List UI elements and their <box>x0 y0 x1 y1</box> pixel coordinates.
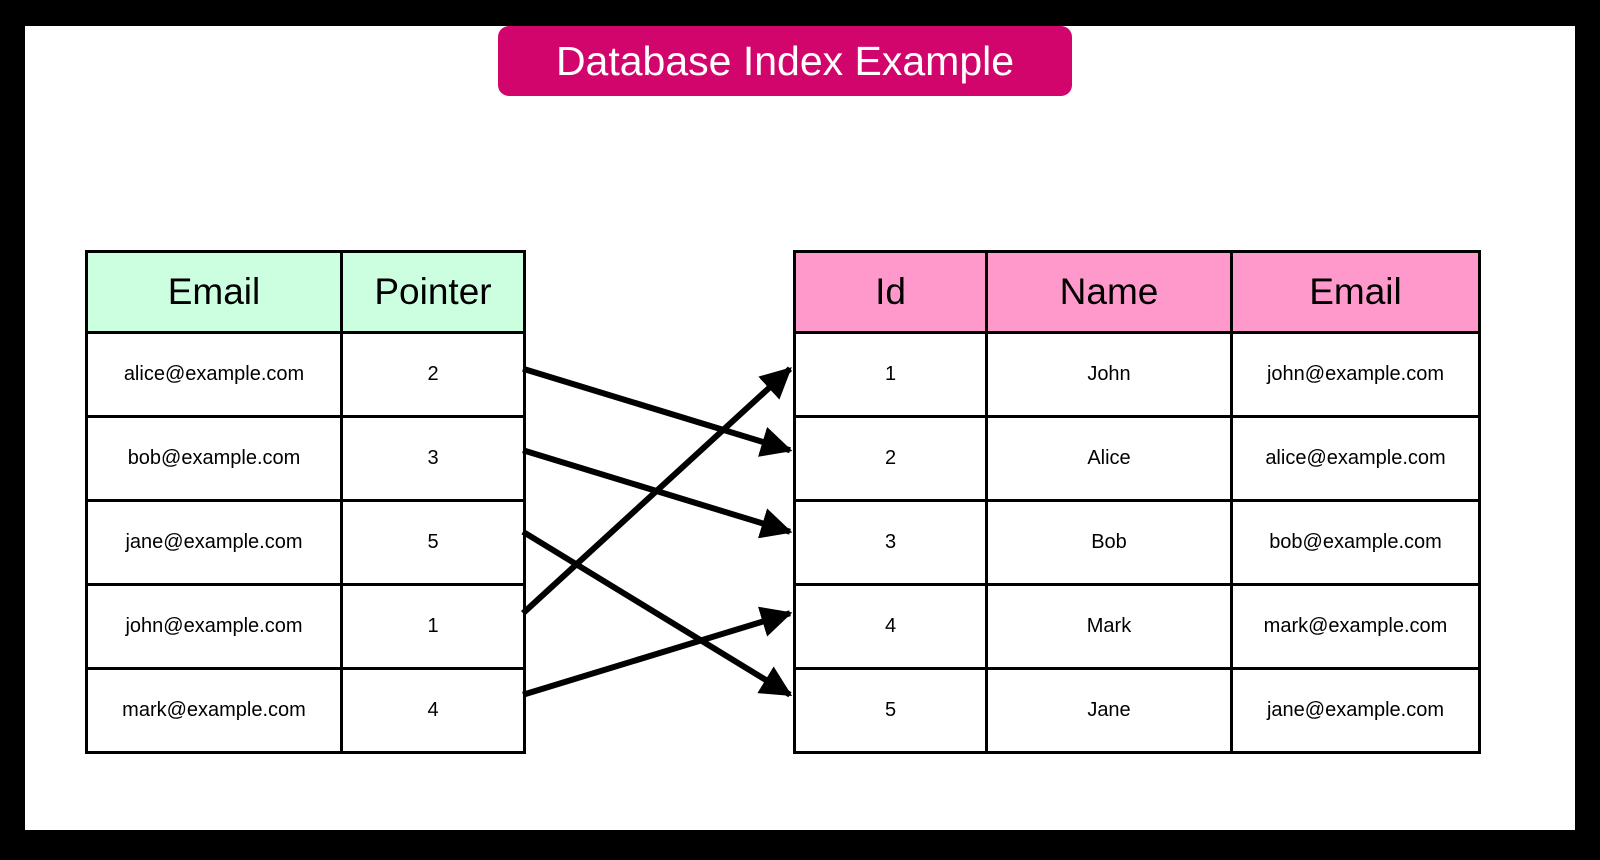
data-cell-id: 5 <box>793 667 988 754</box>
table-row: john@example.com 1 <box>85 583 526 670</box>
data-cell-name: Mark <box>985 583 1233 670</box>
table-row: alice@example.com 2 <box>85 331 526 418</box>
index-cell-pointer: 4 <box>340 667 526 754</box>
data-cell-id: 3 <box>793 499 988 586</box>
connector-arrow <box>521 529 793 698</box>
table-row: 4 Mark mark@example.com <box>793 583 1481 670</box>
index-cell-pointer: 5 <box>340 499 526 586</box>
data-cell-email: bob@example.com <box>1230 499 1481 586</box>
index-cell-email: alice@example.com <box>85 331 343 418</box>
table-row: 1 John john@example.com <box>793 331 1481 418</box>
index-cell-pointer: 1 <box>340 583 526 670</box>
data-cell-name: Bob <box>985 499 1233 586</box>
index-header-email: Email <box>85 250 343 334</box>
data-cell-name: Alice <box>985 415 1233 502</box>
index-cell-email: mark@example.com <box>85 667 343 754</box>
page-title: Database Index Example <box>555 37 1015 84</box>
data-cell-id: 1 <box>793 331 988 418</box>
index-table: Email Pointer alice@example.com 2 bob@ex… <box>85 250 526 754</box>
diagram-canvas: Database Index Example Email Pointer ali… <box>25 26 1575 830</box>
table-row: mark@example.com 4 <box>85 667 526 754</box>
title-banner: Database Index Example <box>498 26 1072 96</box>
data-cell-name: Jane <box>985 667 1233 754</box>
data-cell-email: jane@example.com <box>1230 667 1481 754</box>
data-table: Id Name Email 1 John john@example.com 2 … <box>793 250 1481 754</box>
table-row: 2 Alice alice@example.com <box>793 415 1481 502</box>
data-cell-id: 2 <box>793 415 988 502</box>
connector-arrow <box>522 606 793 698</box>
data-cell-email: john@example.com <box>1230 331 1481 418</box>
connector-arrow <box>522 365 793 457</box>
index-header-pointer: Pointer <box>340 250 526 334</box>
index-cell-email: jane@example.com <box>85 499 343 586</box>
data-header-id: Id <box>793 250 988 334</box>
index-cell-pointer: 3 <box>340 415 526 502</box>
index-cell-email: john@example.com <box>85 583 343 670</box>
data-header-email: Email <box>1230 250 1481 334</box>
index-cell-email: bob@example.com <box>85 415 343 502</box>
data-cell-email: alice@example.com <box>1230 415 1481 502</box>
data-cell-id: 4 <box>793 583 988 670</box>
table-row: bob@example.com 3 <box>85 415 526 502</box>
table-row: 5 Jane jane@example.com <box>793 667 1481 754</box>
index-cell-pointer: 2 <box>340 331 526 418</box>
table-row: 3 Bob bob@example.com <box>793 499 1481 586</box>
data-cell-email: mark@example.com <box>1230 583 1481 670</box>
table-row: jane@example.com 5 <box>85 499 526 586</box>
connector-arrow <box>520 366 793 616</box>
data-table-header-row: Id Name Email <box>793 250 1481 334</box>
data-cell-name: John <box>985 331 1233 418</box>
connector-arrow <box>522 447 793 539</box>
data-header-name: Name <box>985 250 1233 334</box>
index-table-header-row: Email Pointer <box>85 250 526 334</box>
